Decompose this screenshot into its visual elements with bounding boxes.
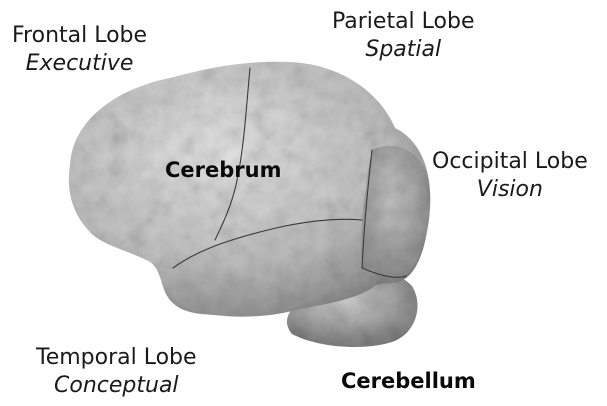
parietal-lobe-label: Parietal Lobe Spatial: [332, 8, 475, 63]
parietal-lobe-function: Spatial: [332, 36, 475, 64]
frontal-lobe-label: Frontal Lobe Executive: [12, 22, 147, 77]
occipital-lobe-name: Occipital Lobe: [432, 148, 588, 176]
frontal-lobe-function: Executive: [12, 50, 147, 78]
parietal-lobe-name: Parietal Lobe: [332, 8, 475, 36]
cerebrum-label: Cerebrum: [165, 158, 281, 182]
occipital-lobe-label: Occipital Lobe Vision: [432, 148, 588, 203]
temporal-lobe-name: Temporal Lobe: [36, 344, 197, 372]
frontal-lobe-name: Frontal Lobe: [12, 22, 147, 50]
temporal-lobe-function: Conceptual: [36, 372, 197, 400]
occipital-lobe-function: Vision: [432, 176, 588, 204]
cerebellum-label: Cerebellum: [341, 369, 476, 393]
temporal-lobe-label: Temporal Lobe Conceptual: [36, 344, 197, 399]
